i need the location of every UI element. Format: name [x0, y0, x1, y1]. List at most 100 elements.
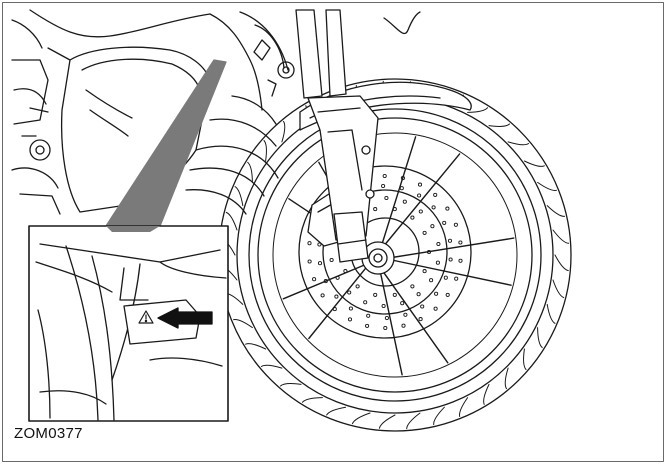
tread-groove	[433, 406, 445, 426]
disc-hole	[307, 259, 312, 264]
disc-hole	[431, 205, 436, 210]
disc-hole	[433, 192, 438, 197]
tread-groove	[245, 343, 267, 350]
disc-hole	[347, 290, 352, 295]
disc-hole	[454, 276, 459, 281]
disc-hole	[382, 173, 387, 179]
tread-groove	[504, 367, 509, 390]
tread-groove	[546, 303, 556, 324]
disc-hole	[445, 206, 450, 211]
disc-hole	[312, 277, 317, 282]
disc-hole	[355, 284, 360, 289]
disc-hole	[399, 186, 404, 191]
disc-hole	[403, 312, 408, 317]
disc-hole	[334, 294, 339, 299]
tread-groove	[483, 383, 490, 405]
disc-hole	[381, 183, 386, 189]
disc-hole	[416, 292, 421, 297]
spoke	[382, 270, 449, 364]
disc-hole	[320, 293, 325, 298]
disc-hole	[348, 306, 353, 311]
tread-groove	[546, 205, 566, 217]
spoke	[379, 271, 403, 376]
disc-hole	[418, 209, 423, 214]
disc-hole	[448, 257, 453, 262]
disc-hole	[392, 292, 397, 297]
disc-hole	[447, 238, 453, 243]
tread-groove	[281, 120, 286, 143]
disc-hole	[418, 317, 423, 322]
tread-groove	[523, 348, 527, 370]
tread-groove	[552, 229, 570, 244]
disc-hole	[401, 323, 406, 328]
tread-groove	[225, 211, 238, 231]
tread-groove	[326, 406, 347, 416]
front-tire	[218, 78, 572, 432]
disc-hole	[400, 301, 405, 306]
disc-hole	[458, 258, 463, 263]
disc-hole	[363, 300, 368, 305]
spoke	[383, 153, 461, 247]
disc-hole	[384, 315, 389, 321]
disc-hole	[417, 182, 423, 187]
disc-hole	[373, 207, 378, 212]
motorcycle-body	[11, 9, 421, 227]
disc-hole	[381, 303, 386, 309]
disc-hole	[433, 306, 438, 311]
spoke	[308, 265, 368, 340]
spoke	[381, 136, 417, 246]
tread-groove	[467, 107, 489, 113]
disc-hole	[417, 193, 422, 198]
tread-groove	[554, 254, 569, 272]
disc-hole	[422, 230, 427, 235]
tread-groove	[233, 319, 253, 329]
tread-groove	[260, 364, 283, 369]
disc-hole	[436, 241, 441, 247]
disc-hole	[329, 257, 334, 263]
tread-groove	[406, 412, 421, 430]
pointer-arrow-icon	[157, 307, 213, 329]
disc-hole	[429, 278, 434, 283]
disc-hole	[443, 275, 448, 280]
disc-hole	[430, 224, 435, 229]
disc-hole	[365, 323, 370, 328]
disc-hole	[435, 260, 440, 265]
disc-hole	[347, 317, 353, 322]
disc-hole	[420, 304, 425, 309]
disc-hole	[317, 242, 322, 247]
detail-inset	[28, 225, 229, 422]
disc-hole	[402, 199, 407, 204]
tread-groove	[507, 141, 530, 146]
figure-border	[2, 2, 664, 462]
tread-groove	[537, 327, 543, 349]
tread-groove	[234, 186, 244, 207]
disc-hole	[434, 291, 439, 296]
spoke	[282, 263, 367, 300]
disc-hole	[458, 240, 463, 245]
disc-hole	[383, 325, 388, 331]
tread-groove	[301, 397, 323, 403]
disc-hole	[442, 220, 447, 225]
figure-code-label: ZOM0377	[14, 425, 83, 442]
disc-hole	[445, 292, 450, 297]
wheel-spokes	[282, 136, 515, 376]
front-fork	[295, 9, 379, 263]
disc-hole	[410, 215, 415, 220]
tread-groove	[537, 181, 557, 191]
tread-groove	[523, 160, 545, 167]
disc-hole	[373, 292, 378, 297]
spoke	[391, 259, 512, 286]
spoke	[391, 237, 515, 259]
disc-hole	[410, 284, 415, 289]
tread-groove	[378, 414, 396, 429]
disc-hole	[366, 313, 371, 318]
disc-hole	[453, 222, 458, 227]
tread-groove	[488, 123, 510, 127]
disc-hole	[384, 195, 389, 201]
tread-groove	[459, 397, 469, 417]
disc-hole	[422, 269, 427, 274]
tread-groove	[552, 279, 565, 299]
disc-hole	[317, 261, 323, 266]
